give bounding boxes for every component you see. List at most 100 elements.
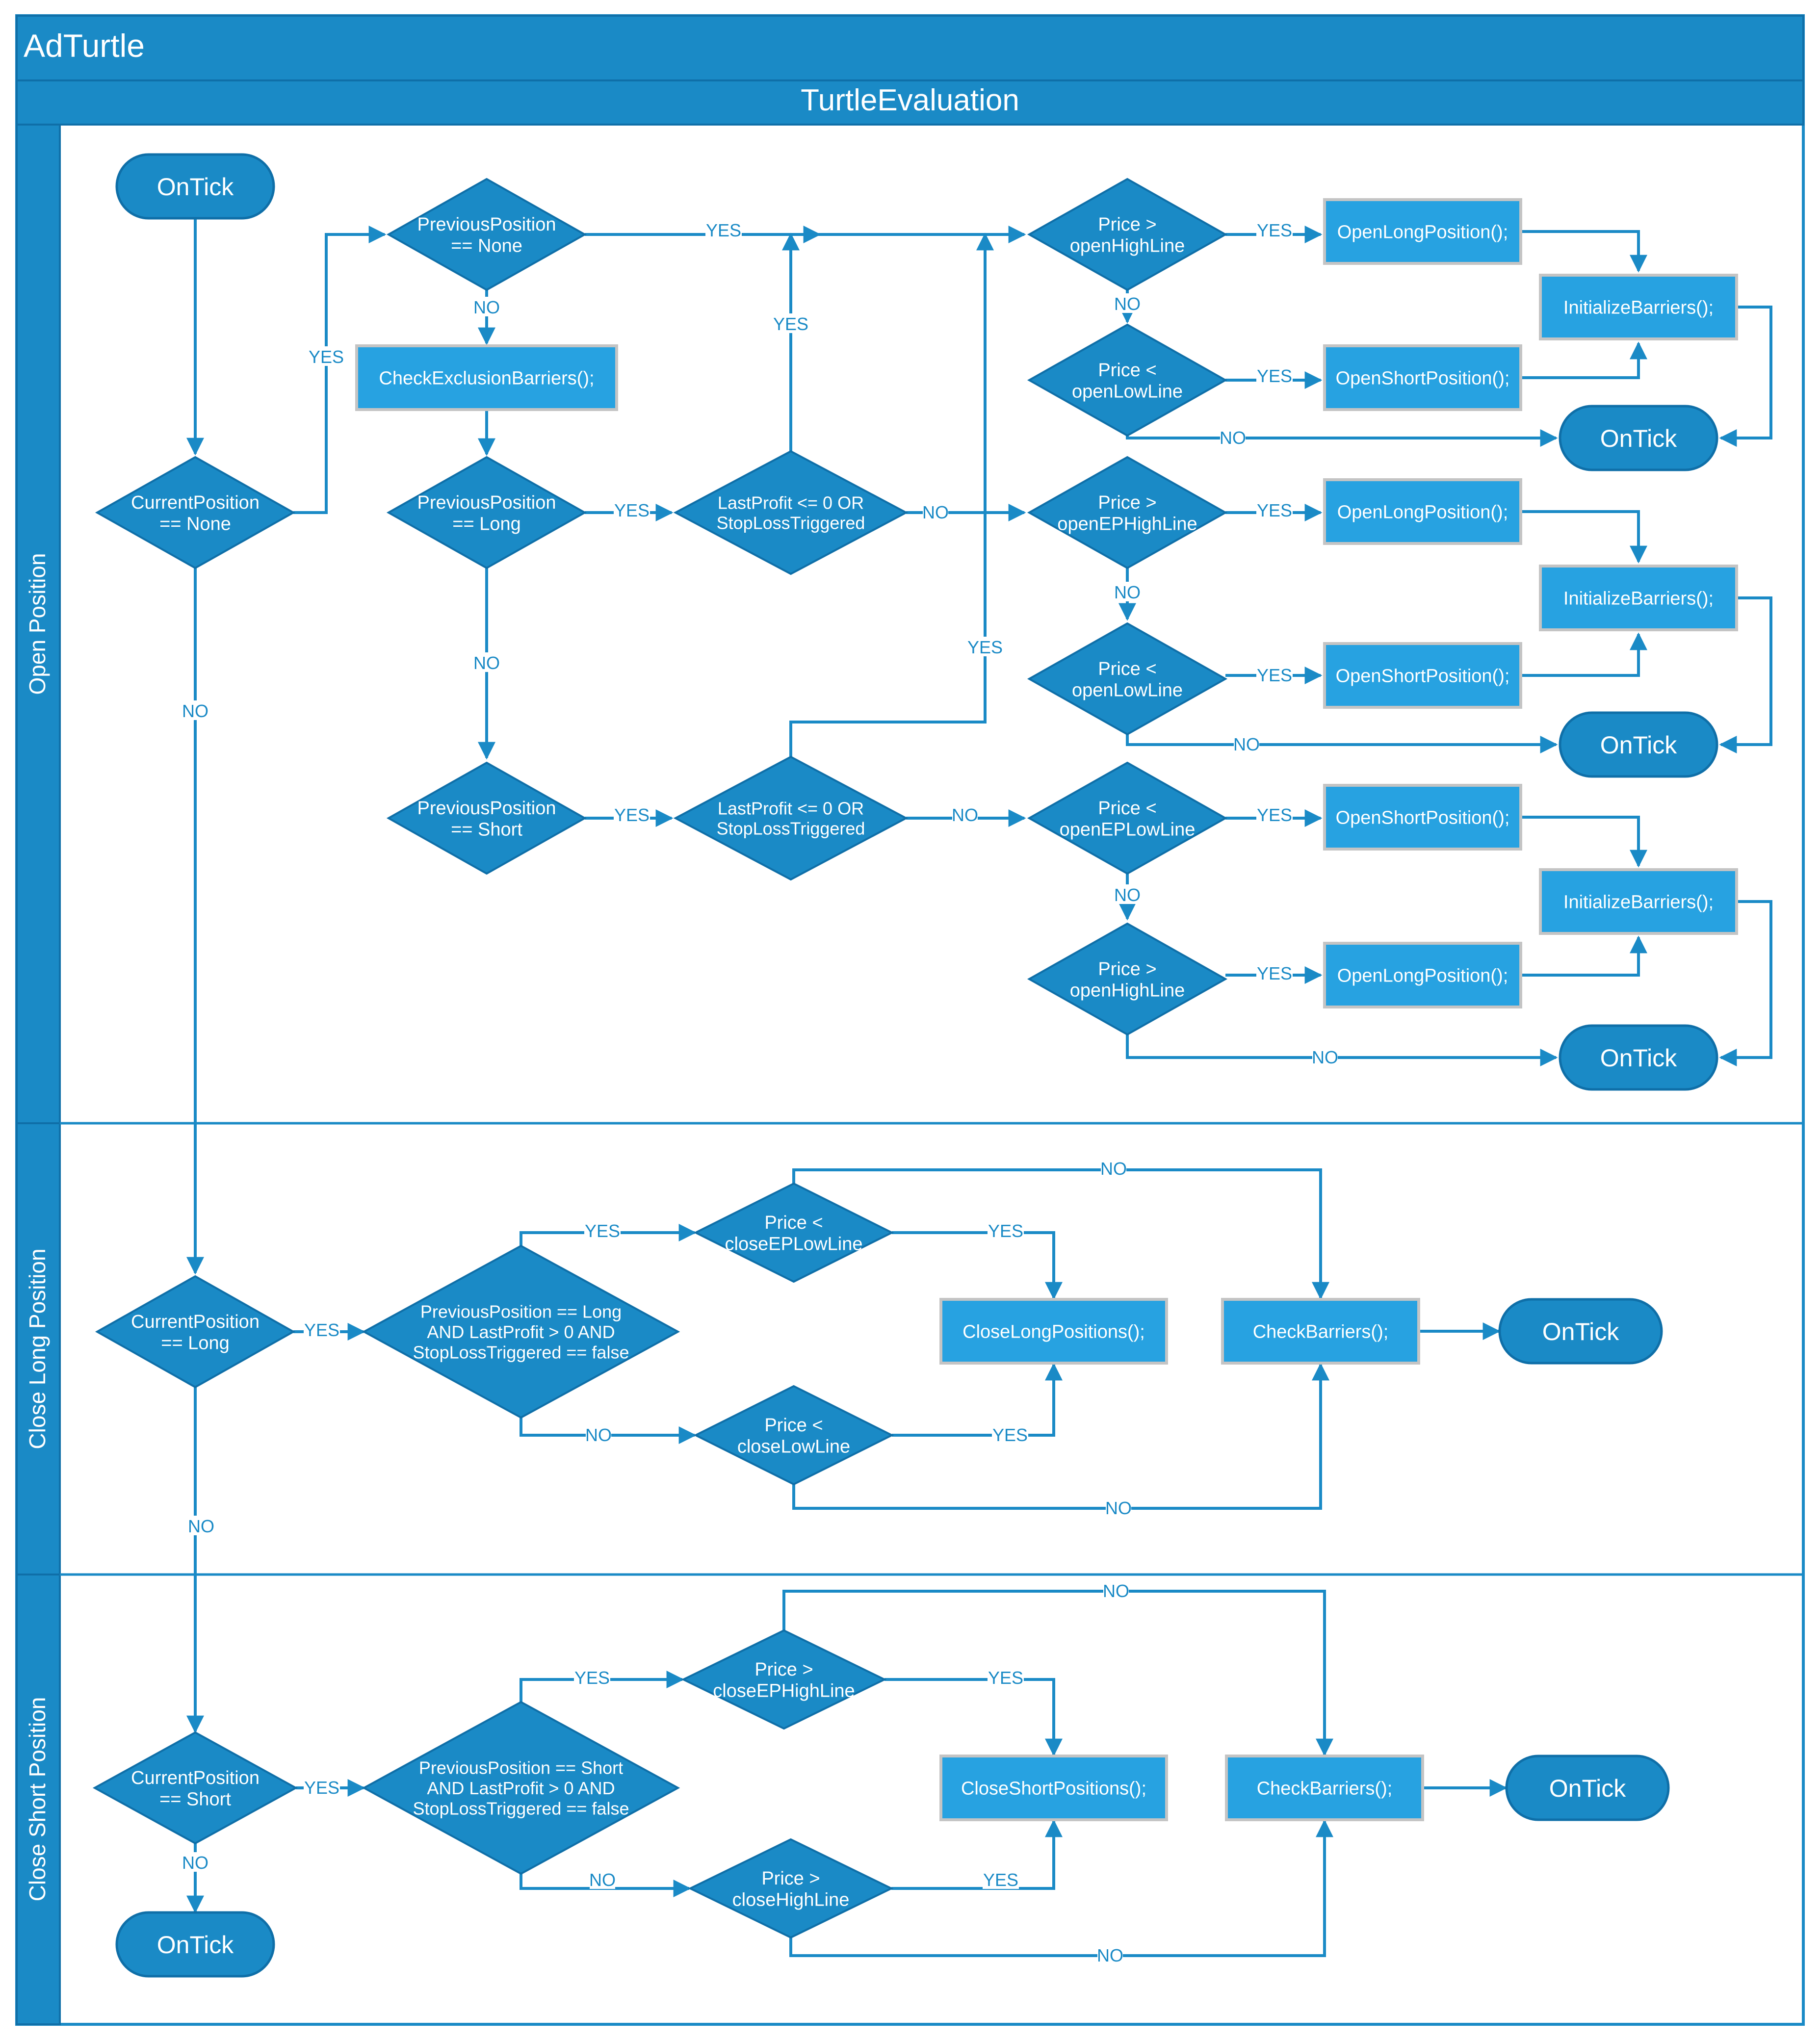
decision-currentposition-none: CurrentPosition== None [95,456,296,569]
process-shape [939,1298,1168,1365]
connector-label-yes: YES [1257,220,1292,240]
connector-label-no: NO [473,297,500,317]
connector-label-bg [1256,665,1293,684]
decision-price-openhighline: Price >openHighLine [1027,922,1228,1036]
node-label: CheckBarriers(); [1253,1322,1389,1343]
connector-label-yes: YES [988,1221,1023,1241]
decision-shape [1027,622,1228,736]
node-label: OnTick [1542,1318,1619,1345]
process-checkbarriers: CheckBarriers(); [1225,1755,1424,1821]
decision-shape [1027,761,1228,875]
connector-label-bg [474,652,499,672]
process-openshortposition: OpenShortPosition(); [1323,784,1522,851]
connector-arrow [293,226,387,514]
connector-label-yes: YES [992,1425,1028,1445]
decision-shape [693,1385,894,1486]
connector-label-yes: YES [1257,665,1292,685]
process-checkbarriers: CheckBarriers(); [1221,1298,1420,1365]
node-label: OpenShortPosition(); [1336,666,1510,687]
node-label: Price <closeLowLine [737,1415,850,1457]
connector-label-bg [584,1220,621,1240]
lane-label-open: Open Position [25,553,50,695]
process-shape [1221,1298,1420,1365]
connector-arrow [892,1363,1063,1437]
terminator-ontick: OnTick [115,153,275,220]
decision-price-closelowline: Price <closeLowLine [693,1385,894,1486]
node-label: CloseLongPositions(); [962,1322,1145,1343]
connector-label-bg [614,500,650,519]
connector-label-bg [1115,293,1140,313]
node-label: OpenLongPosition(); [1337,222,1508,243]
node-label: PreviousPosition== None [417,214,556,257]
connector-label-no: NO [182,1853,208,1873]
connector-arrow [891,1819,1063,1890]
process-openlongposition: OpenLongPosition(); [1323,942,1522,1008]
process-shape [1323,784,1522,851]
pool-frame [15,14,1805,2026]
connector-label-no: NO [188,1516,214,1536]
connector-label-yes: YES [585,1221,620,1241]
node-label: OpenShortPosition(); [1336,808,1510,828]
connector-label-bg [988,1220,1024,1240]
connector-label-bg [188,1516,214,1535]
connector-label-bg [590,1869,615,1889]
connector-label-no: NO [585,1425,612,1445]
decision-shape [362,1244,680,1419]
process-initializebarriers: InitializeBarriers(); [1539,274,1738,340]
connector-arrow [789,232,994,757]
connector-label-bg [705,220,742,239]
connector-arrow [520,1671,684,1702]
node-label: Price <closeEPLowLine [725,1213,863,1255]
process-shape [1323,942,1522,1008]
connector-label-yes: YES [1257,366,1292,386]
decision-price-openephighline: Price >openEPHighLine [1027,456,1228,569]
connector-label-yes: YES [304,1778,339,1798]
decision-price-openeplowline: Price <openEPLowLine [1027,761,1228,875]
decision-previousposition-short: PreviousPosition== Short [386,761,587,875]
terminator-ontick: OnTick [115,1911,275,1978]
connector-arrow [520,1874,691,1897]
process-shape [939,1755,1168,1821]
connector-label-bg [1256,220,1293,239]
connector-label-no: NO [922,502,949,522]
node-label: OpenLongPosition(); [1337,966,1508,986]
connector-label-yes: YES [988,1668,1023,1688]
connector-label-bg [1312,1047,1338,1066]
node-label: Price >closeEPHighLine [713,1659,855,1702]
process-shape [1323,198,1522,265]
process-shape [1539,565,1738,631]
node-label: CheckExclusionBarriers(); [379,368,594,389]
node-label: CurrentPosition== None [131,492,260,535]
connector-arrow [1521,632,1647,677]
connector-label-yes: YES [967,637,1003,657]
decision-currentposition-short: CurrentPosition== Short [92,1731,298,1845]
connector-label-bg [1256,963,1293,982]
process-shape [1539,868,1738,935]
connector-label-bg [1256,500,1293,519]
decision-shape [688,1838,894,1939]
connector-arrow [792,1168,1329,1300]
diagram-subtitle: TurtleEvaluation [801,83,1019,117]
terminator-ontick: OnTick [1498,1298,1663,1365]
node-label: Price <openLowLine [1072,659,1183,701]
page-title: AdTurtle [24,27,145,64]
process-shape [1323,642,1522,709]
terminator-shape [115,153,275,220]
decision-shape [1027,456,1228,569]
process-shape [355,344,618,411]
terminator-shape [1505,1755,1670,1821]
node-label: OnTick [1549,1775,1626,1802]
node-label: PreviousPosition== Long [417,492,556,535]
connector-label-bg [1106,1498,1131,1517]
connector-label-yes: YES [574,1668,610,1688]
connector-arrow [1521,341,1647,379]
connector-label-bg [304,1777,340,1797]
connector-label-bg [182,700,208,720]
node-label: InitializeBarriers(); [1563,589,1714,609]
connector-label-bg [773,313,809,333]
